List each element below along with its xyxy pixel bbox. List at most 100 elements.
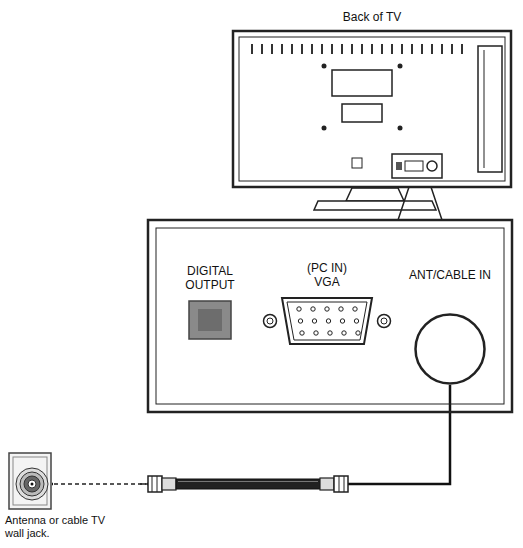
shape (416, 315, 485, 384)
tv-back: Back of TV (232, 30, 512, 188)
port-vga-mini (405, 161, 423, 171)
vent-slot (411, 44, 413, 54)
jack-ring (24, 476, 40, 492)
vga-screw (378, 315, 391, 328)
plug-nut (148, 476, 162, 492)
vga-pin (356, 331, 360, 335)
vent-slot (271, 44, 273, 54)
wall-plate-inner (13, 457, 47, 505)
wall-jack: Antenna or cable TV wall jack. (8, 452, 52, 510)
port-label: (PC IN) VGA (299, 262, 355, 290)
vent-slot (371, 44, 373, 54)
vent-slot (331, 44, 333, 54)
vga-shell (282, 298, 372, 344)
shape (189, 301, 231, 339)
stand-slot (352, 158, 362, 168)
vent-slot (451, 44, 453, 54)
vent-slot (441, 44, 443, 54)
plug-nut (334, 476, 348, 492)
vga-pin (300, 331, 304, 335)
tv-back-shape (232, 30, 512, 188)
tv-back-panel (239, 37, 505, 181)
digital-output-port: DIGITAL OUTPUT (188, 300, 232, 340)
vent-slot (281, 44, 283, 54)
vga-pin (340, 319, 344, 323)
vga-pin (326, 319, 330, 323)
vent-slot (431, 44, 433, 54)
plug-ridge (157, 476, 158, 492)
vent-slot (321, 44, 323, 54)
vga-pin (353, 307, 357, 311)
vent-slot (301, 44, 303, 54)
plug-pin (140, 483, 148, 485)
screw-hole (322, 64, 327, 69)
shape (264, 298, 391, 344)
vga-screw-core (267, 318, 273, 324)
dashed-line (54, 483, 146, 485)
shape (9, 453, 51, 509)
jack-ring (16, 468, 48, 500)
vent-slot (261, 44, 263, 54)
vent-slot (381, 44, 383, 54)
port-block (392, 154, 442, 178)
screw-hole (322, 126, 327, 131)
vga-shell-inner (287, 302, 367, 340)
vga-screw (264, 315, 277, 328)
jack-ring (28, 480, 36, 488)
vga-pin (342, 331, 346, 335)
digital-output-port-shape (188, 300, 232, 340)
coax-cable (140, 476, 348, 492)
port-label: Back of TV (302, 11, 442, 25)
screw-hole (398, 64, 403, 69)
vga-screw-core (381, 318, 387, 324)
dash-ground (53, 479, 147, 489)
optical-port (189, 301, 231, 339)
side-compartment (478, 46, 502, 172)
port-label: ANT/CABLE IN (395, 269, 505, 283)
vent-slot (251, 44, 253, 54)
vga-port: (PC IN) VGA (262, 296, 392, 346)
ant-jack (416, 315, 485, 384)
vent-slot (391, 44, 393, 54)
jack-pin (31, 483, 34, 486)
side-compartment-edge (484, 50, 485, 168)
cable-highlight (178, 481, 318, 482)
cable-jacket (176, 479, 320, 489)
jack-ring (20, 472, 44, 496)
inset-panel (148, 220, 512, 412)
vga-pin (312, 319, 316, 323)
ant-cable-port-shape (414, 313, 486, 385)
plug-ridge (344, 476, 345, 492)
plug-ridge (152, 476, 153, 492)
vga-port-shape (262, 296, 392, 346)
mount-plate (342, 104, 382, 122)
ant-cable-port: ANT/CABLE IN (414, 313, 486, 385)
vent-slot (311, 44, 313, 54)
vga-pin (297, 307, 301, 311)
vga-pin (325, 307, 329, 311)
vga-pin (311, 307, 315, 311)
plug-body (162, 478, 176, 490)
plug-ridge (339, 476, 340, 492)
port-label: Antenna or cable TV wall jack. (5, 514, 121, 539)
vent-slot (291, 44, 293, 54)
tv-stand-base (314, 201, 436, 210)
shape (233, 31, 511, 187)
inset-panel-inner (156, 228, 504, 404)
vent-slot (421, 44, 423, 54)
vga-pin (339, 307, 343, 311)
screw-hole (398, 126, 403, 131)
vga-pin (328, 331, 332, 335)
vga-pin (314, 331, 318, 335)
vent-slot (361, 44, 363, 54)
optical-port-inner (198, 309, 222, 331)
vent-slot (341, 44, 343, 54)
vga-pin (354, 319, 358, 323)
vga-pin (298, 319, 302, 323)
port-dig-mini (396, 162, 402, 170)
plug-body (320, 478, 334, 490)
wall-plate (9, 453, 51, 509)
mount-plate (332, 70, 392, 96)
port-ant-mini (427, 161, 437, 171)
vent-slot (401, 44, 403, 54)
